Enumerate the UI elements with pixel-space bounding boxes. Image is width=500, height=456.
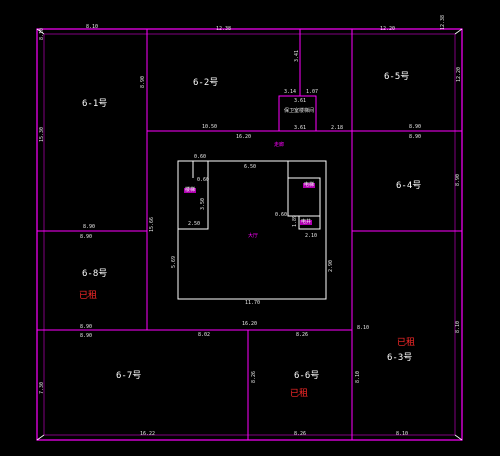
dim-v-11: 8.26 (251, 370, 257, 383)
dim-left-24: 8.90 (80, 333, 93, 339)
room-6-1[interactable]: 6-1号 (82, 99, 108, 109)
dim-v-9: 5.69 (171, 255, 177, 268)
dim-v-13: 3.50 (200, 197, 206, 210)
dim-mid-8: 3.61 (294, 125, 307, 131)
dim-mid-5: 3.14 (284, 89, 297, 95)
dim-top-mid: 12.38 (216, 26, 232, 32)
dim-v-7: 15.66 (149, 216, 155, 232)
dim-bottom-left: 16.22 (140, 431, 156, 437)
room-6-3[interactable]: 6-3号 (387, 353, 413, 363)
dim-v-5: 15.30 (39, 126, 45, 142)
dim-v-3: 3.41 (294, 49, 300, 62)
zone-security: 保卫室楼梯间 (284, 108, 315, 114)
zone-stair: 楼梯 (184, 187, 197, 193)
dim-mid-25: 16.20 (242, 321, 258, 327)
corner-marks (36, 28, 463, 441)
room-6-2[interactable]: 6-2号 (193, 78, 219, 88)
zone-hall: 大厅 (248, 233, 259, 239)
core-walls (177, 160, 327, 300)
dim-left-10: 10.50 (202, 124, 218, 130)
dim-v-15: 2.90 (328, 259, 334, 272)
dim-v-14: 1.89 (292, 214, 298, 227)
rented-badge-6-6: 已租 (290, 389, 309, 399)
dim-right-28: 8.10 (357, 325, 370, 331)
dim-bottom-right: 8.10 (396, 431, 409, 437)
dim-inner-15: 0.60 (194, 154, 207, 160)
room-6-6[interactable]: 6-6号 (294, 371, 320, 381)
dim-top-right: 12.20 (380, 26, 396, 32)
dim-inner-16: 0.60 (197, 177, 210, 183)
dim-bottom-mid: 8.26 (294, 431, 307, 437)
dim-inner-17: 2.50 (188, 221, 201, 227)
outer-frame (36, 28, 463, 441)
dim-v-4: 12.20 (456, 66, 462, 82)
rented-badge-6-3: 已租 (397, 338, 416, 348)
dim-right-27: 8.26 (296, 332, 309, 338)
dim-v-10: 7.30 (39, 381, 45, 394)
room-6-4[interactable]: 6-4号 (396, 181, 422, 191)
room-6-8[interactable]: 6-8号 (82, 269, 108, 279)
dim-v-1: 8.10 (39, 27, 45, 40)
zone-pipe: 电井 (300, 219, 313, 225)
room-6-5[interactable]: 6-5号 (384, 72, 410, 82)
dim-mid-6: 1.07 (306, 89, 319, 95)
zone-corridor: 走廊 (274, 142, 285, 148)
dim-v-2: 12.38 (440, 14, 446, 30)
room-6-7[interactable]: 6-7号 (116, 371, 142, 381)
zone-elevator: 电梯 (303, 182, 316, 188)
dim-mid-26: 8.02 (198, 332, 211, 338)
dim-inner-18: 0.60 (275, 212, 288, 218)
dim-left-21: 8.90 (83, 224, 96, 230)
dim-mid-9: 2.18 (331, 125, 344, 131)
dim-left-22: 8.90 (80, 234, 93, 240)
dim-left-11: 16.20 (236, 134, 252, 140)
dim-mid-7: 3.61 (294, 98, 307, 104)
partitions (37, 29, 462, 440)
dim-inner-14: 6.50 (244, 164, 257, 170)
dim-inner-20: 11.70 (245, 300, 261, 306)
outer-frame-inner (43, 33, 456, 436)
dim-v-8: 8.90 (455, 173, 461, 186)
dim-inner-19: 2.10 (305, 233, 318, 239)
dim-right-12: 8.90 (409, 124, 422, 130)
dim-v-16: 8.10 (455, 320, 461, 333)
dim-left-23: 8.90 (80, 324, 93, 330)
dim-right-13: 8.90 (409, 134, 422, 140)
dim-v-12: 8.10 (355, 370, 361, 383)
rented-badge-6-8: 已租 (79, 291, 98, 301)
dim-top-left: 8.10 (86, 24, 99, 30)
dim-v-6: 8.90 (140, 75, 146, 88)
